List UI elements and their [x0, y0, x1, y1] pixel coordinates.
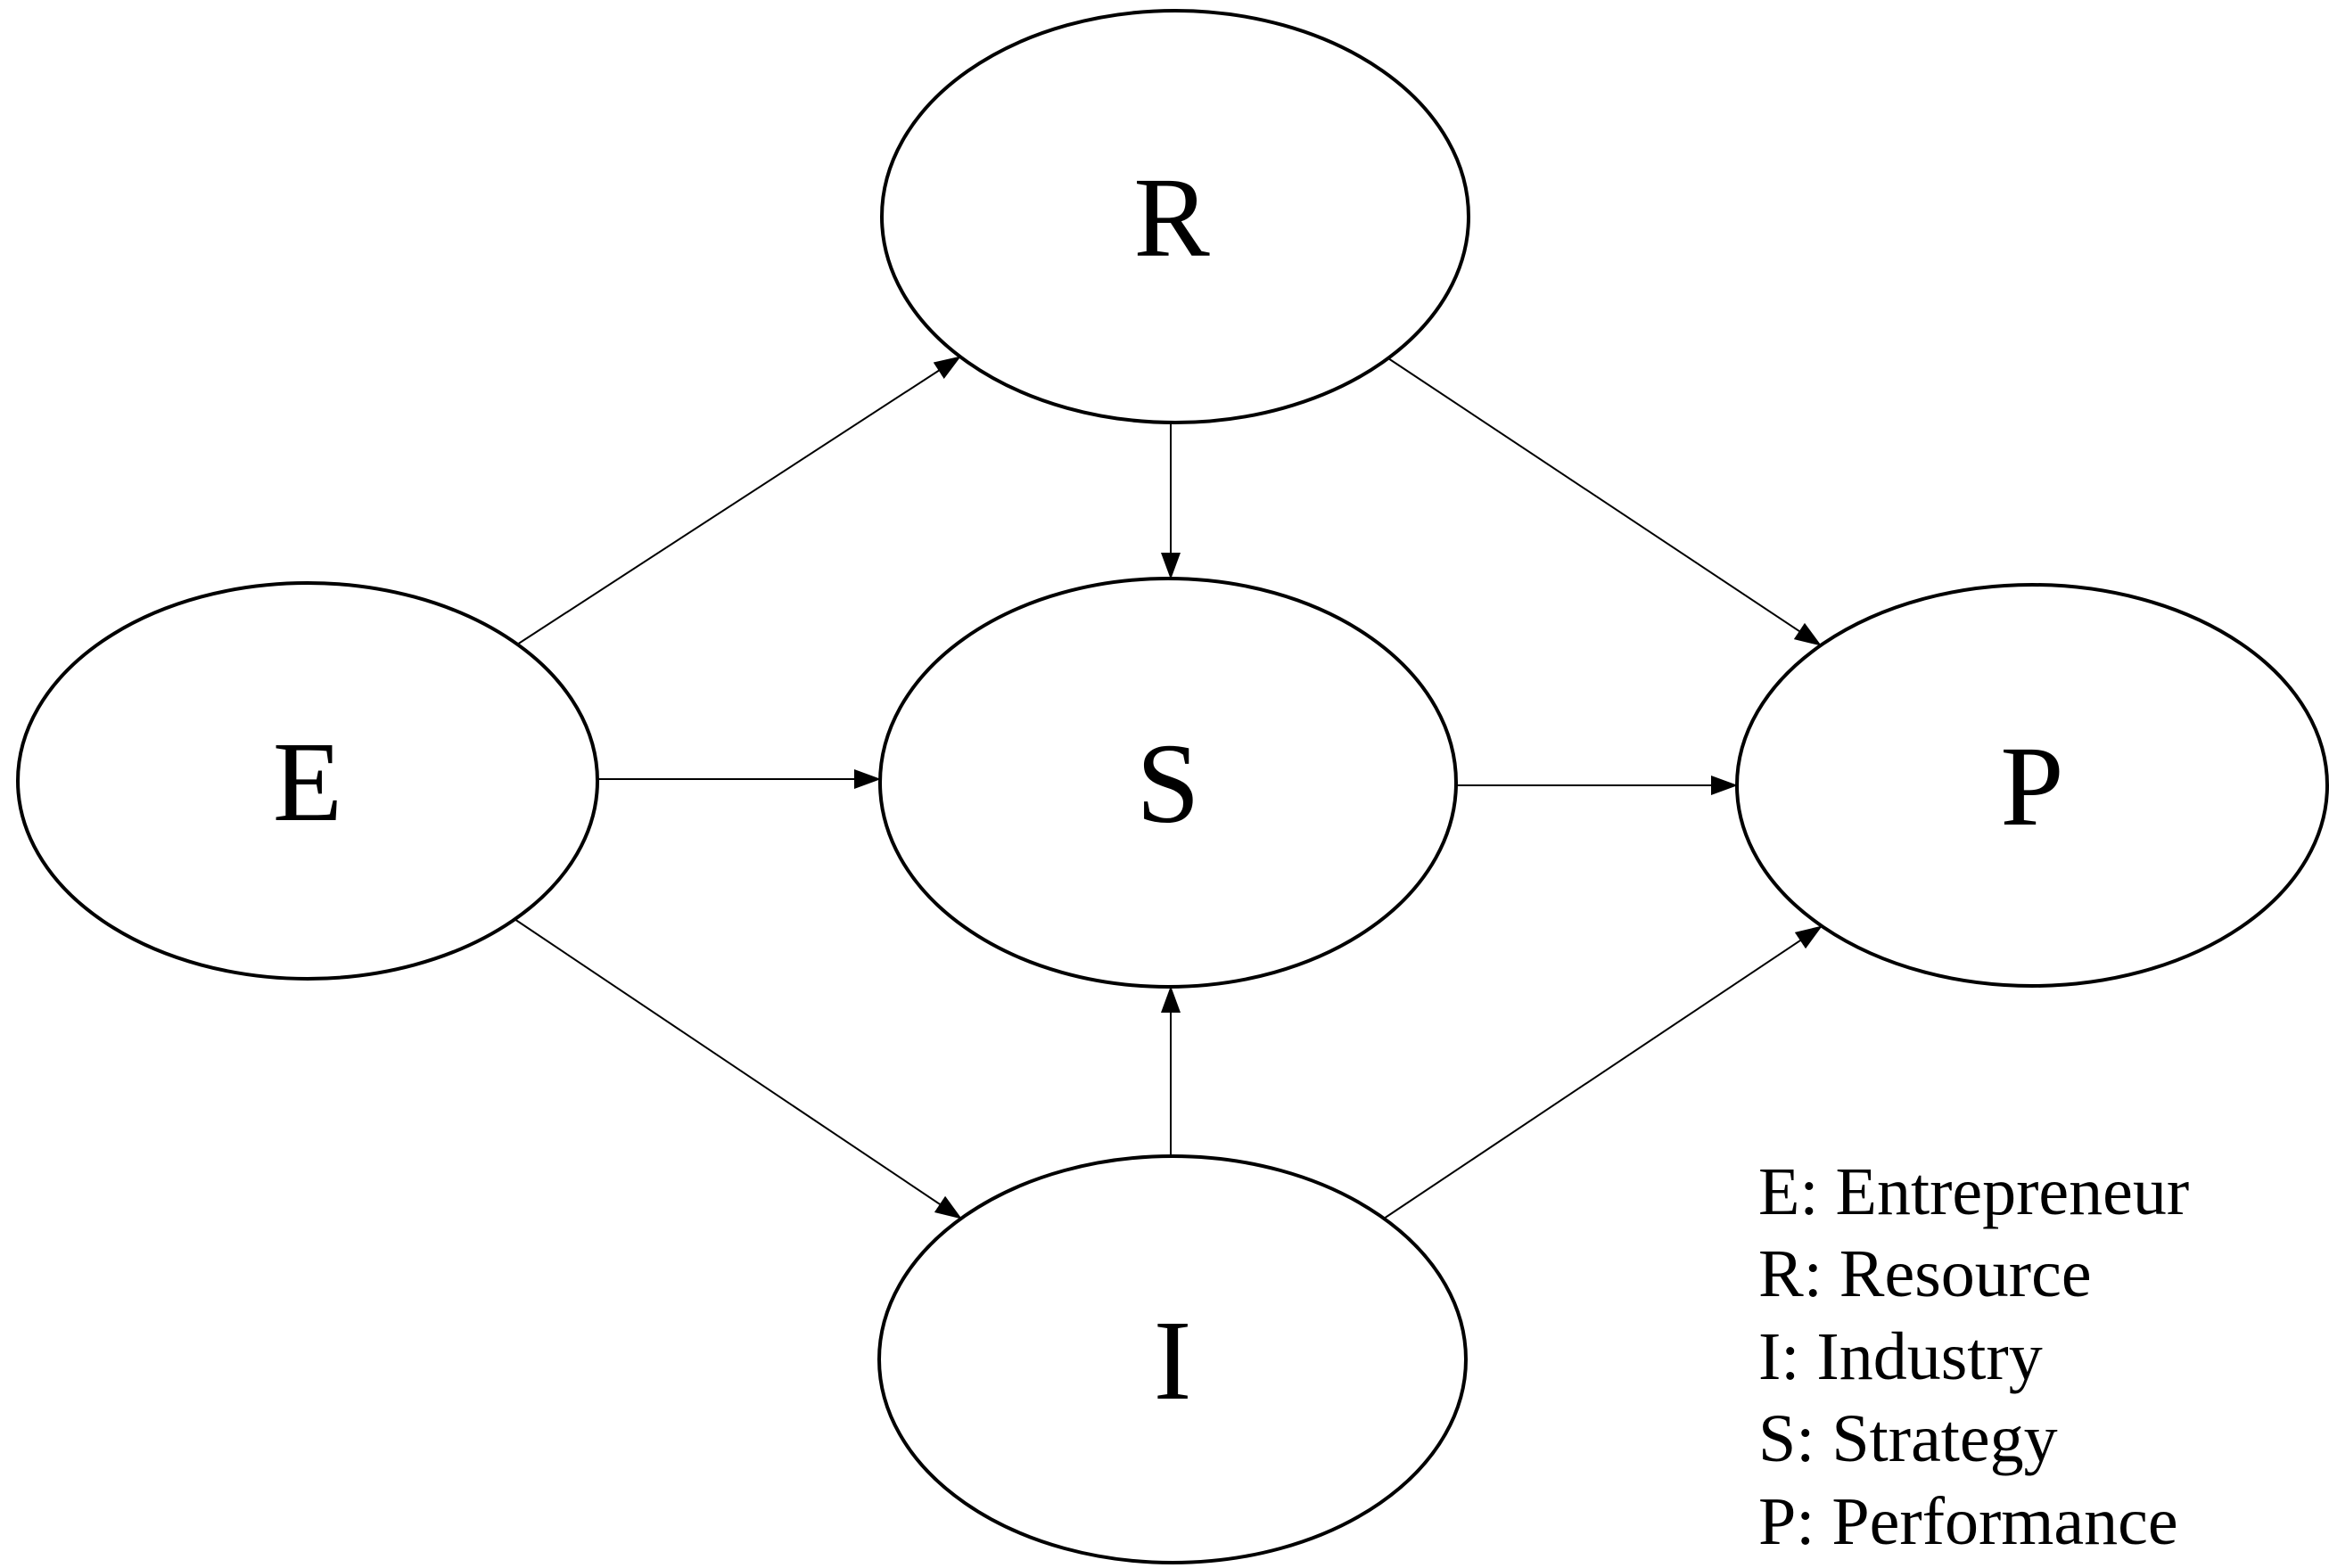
node-strategy-label: S: [1136, 720, 1199, 847]
node-industry-ellipse: [877, 1154, 1468, 1564]
node-resource: R: [880, 9, 1470, 424]
legend-item-strategy: S: Strategy: [1758, 1401, 2058, 1476]
node-entrepreneur-label: E: [273, 718, 342, 845]
node-performance: P: [1735, 583, 2329, 988]
node-entrepreneur-ellipse: [16, 581, 599, 981]
node-performance-ellipse: [1735, 583, 2329, 988]
arrow-entrepreneur-to-resource: [516, 356, 961, 645]
legend: E: Entrepreneur R: Resource I: Industry …: [1758, 1154, 2189, 1559]
node-entrepreneur: E: [16, 581, 599, 981]
legend-item-industry: I: Industry: [1758, 1319, 2043, 1394]
node-industry: I: [877, 1154, 1468, 1564]
legend-item-resource: R: Resource: [1758, 1236, 2092, 1311]
node-strategy: S: [878, 577, 1458, 989]
arrow-resource-to-performance: [1387, 357, 1822, 646]
arrow-industry-to-performance: [1383, 925, 1823, 1219]
node-performance-label: P: [2000, 723, 2063, 850]
node-resource-label: R: [1133, 154, 1210, 281]
legend-item-entrepreneur: E: Entrepreneur: [1758, 1154, 2189, 1229]
node-strategy-ellipse: [878, 577, 1458, 989]
node-resource-ellipse: [880, 9, 1470, 424]
node-industry-label: I: [1154, 1297, 1192, 1424]
edges-group: [514, 356, 1823, 1219]
arrow-entrepreneur-to-industry: [514, 918, 962, 1219]
legend-item-performance: P: Performance: [1758, 1484, 2178, 1559]
